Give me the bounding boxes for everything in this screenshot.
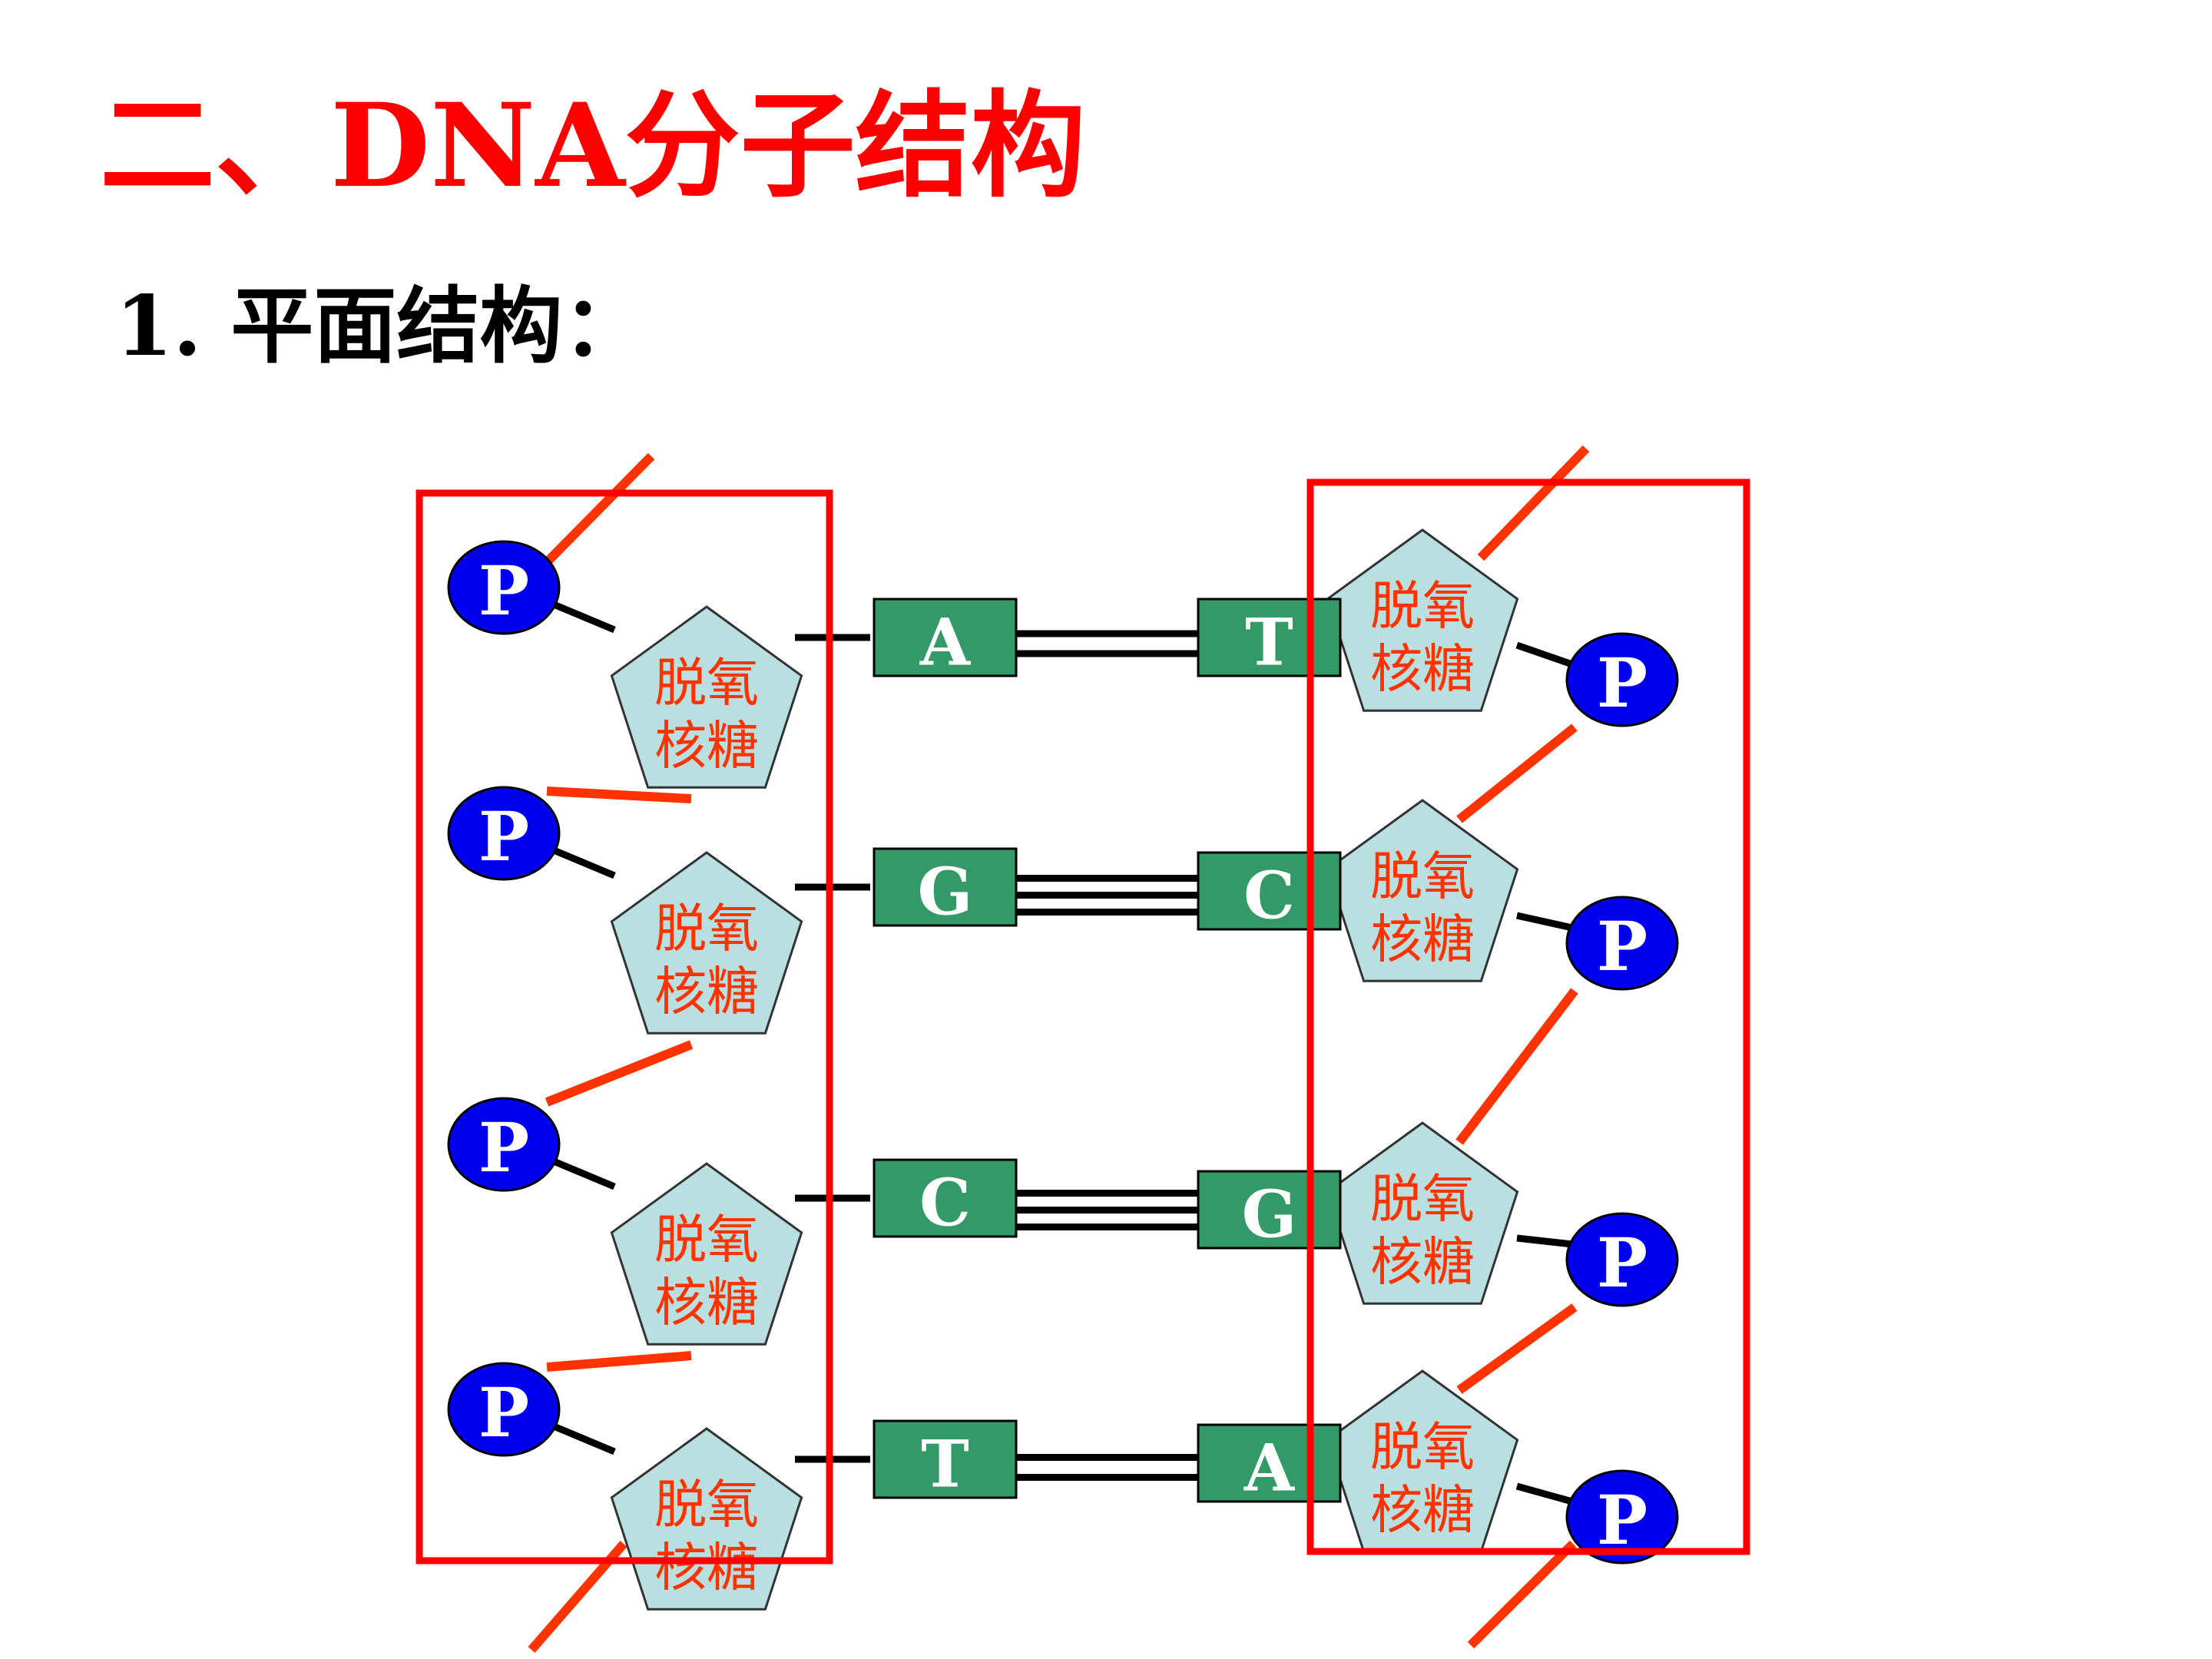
base-right-box: [1197, 598, 1342, 677]
deoxyribose-pentagon: [1326, 1121, 1519, 1305]
phosphate-circle: [1565, 896, 1679, 991]
phosphate-label: P: [1597, 1223, 1647, 1303]
left-strand-frame: [416, 489, 833, 1565]
base-right-label: A: [1243, 1430, 1296, 1506]
backbone-bond: [1455, 988, 1578, 1145]
base-right-box: [1197, 1423, 1342, 1503]
backbone-bond: [1456, 724, 1578, 823]
deoxyribose-pentagon: [1326, 528, 1519, 712]
deoxyribose-label-right: 核糖: [1370, 640, 1475, 700]
deoxyribose-label-right: 脱氧: [1370, 847, 1475, 908]
phosphate-circle: [447, 1097, 561, 1192]
deoxyribose-pentagon: [610, 1162, 803, 1346]
deoxyribose-pentagon: [610, 605, 803, 789]
phosphate-label: P: [1597, 906, 1647, 986]
deoxyribose-label-left: 脱氧: [654, 899, 759, 960]
backbone-bond: [1456, 1303, 1578, 1394]
deoxyribose-label-left: 核糖: [654, 1273, 759, 1334]
slide-title: 二、DNA分子结构: [100, 78, 1086, 214]
base-left-box: [873, 847, 1018, 927]
base-left-label: T: [921, 1426, 969, 1502]
deoxyribose-pentagon: [1326, 799, 1519, 982]
deoxyribose-label-right: 核糖: [1370, 1481, 1475, 1541]
phosphate-circle: [1565, 632, 1679, 727]
phosphate-label: P: [1597, 643, 1647, 723]
phosphate-label: P: [478, 1108, 529, 1187]
deoxyribose-label-right: 脱氧: [1370, 577, 1475, 637]
deoxyribose-pentagon: [610, 851, 803, 1035]
phosphate-circle: [447, 786, 561, 881]
phosphate-circle: [1565, 1469, 1679, 1565]
base-right-label: G: [1242, 1177, 1297, 1253]
phosphate-label: P: [1597, 1480, 1647, 1560]
phosphate-sugar-bond: [552, 1157, 616, 1190]
deoxyribose-label-right: 脱氧: [1370, 1418, 1475, 1479]
phosphate-sugar-bond: [1516, 1234, 1573, 1248]
deoxyribose-label-right: 核糖: [1370, 1233, 1475, 1293]
deoxyribose-label-left: 核糖: [654, 962, 759, 1023]
phosphate-label: P: [478, 551, 529, 631]
deoxyribose-label-left: 脱氧: [654, 1475, 759, 1536]
phosphate-sugar-bond: [1516, 912, 1573, 932]
base-left-box: [873, 598, 1018, 677]
base-right-box: [1197, 1170, 1342, 1250]
deoxyribose-label-left: 核糖: [654, 717, 759, 777]
phosphate-circle: [1565, 1212, 1679, 1307]
deoxyribose-label-left: 脱氧: [654, 1210, 759, 1271]
phosphate-sugar-bond: [552, 601, 616, 634]
base-left-label: A: [919, 604, 972, 680]
base-left-label: C: [919, 1165, 971, 1241]
deoxyribose-label-right: 核糖: [1370, 910, 1475, 971]
deoxyribose-label-left: 脱氧: [654, 654, 759, 714]
backbone-bond: [545, 1040, 694, 1107]
phosphate-sugar-bond: [1515, 641, 1574, 668]
phosphate-label: P: [478, 796, 529, 876]
backbone-bond: [543, 452, 655, 566]
right-strand-frame: [1306, 478, 1750, 1555]
phosphate-label: P: [478, 1373, 529, 1452]
base-right-box: [1197, 851, 1342, 931]
base-left-box: [873, 1158, 1018, 1238]
phosphate-sugar-bond: [552, 1422, 616, 1455]
base-left-label: G: [918, 854, 973, 930]
backbone-bond: [546, 786, 692, 803]
phosphate-sugar-bond: [552, 846, 616, 879]
phosphate-circle: [447, 540, 561, 635]
slide-subtitle: 1. 平面结构：: [115, 278, 646, 375]
base-left-box: [873, 1419, 1018, 1499]
deoxyribose-label-left: 核糖: [654, 1538, 759, 1599]
deoxyribose-label-right: 脱氧: [1370, 1170, 1475, 1230]
base-right-label: T: [1245, 604, 1293, 680]
phosphate-circle: [447, 1362, 561, 1457]
backbone-bond: [546, 1351, 692, 1372]
backbone-bond: [1477, 445, 1590, 561]
backbone-bond: [1467, 1540, 1577, 1649]
phosphate-sugar-bond: [1515, 1482, 1574, 1505]
base-right-label: C: [1243, 858, 1295, 934]
